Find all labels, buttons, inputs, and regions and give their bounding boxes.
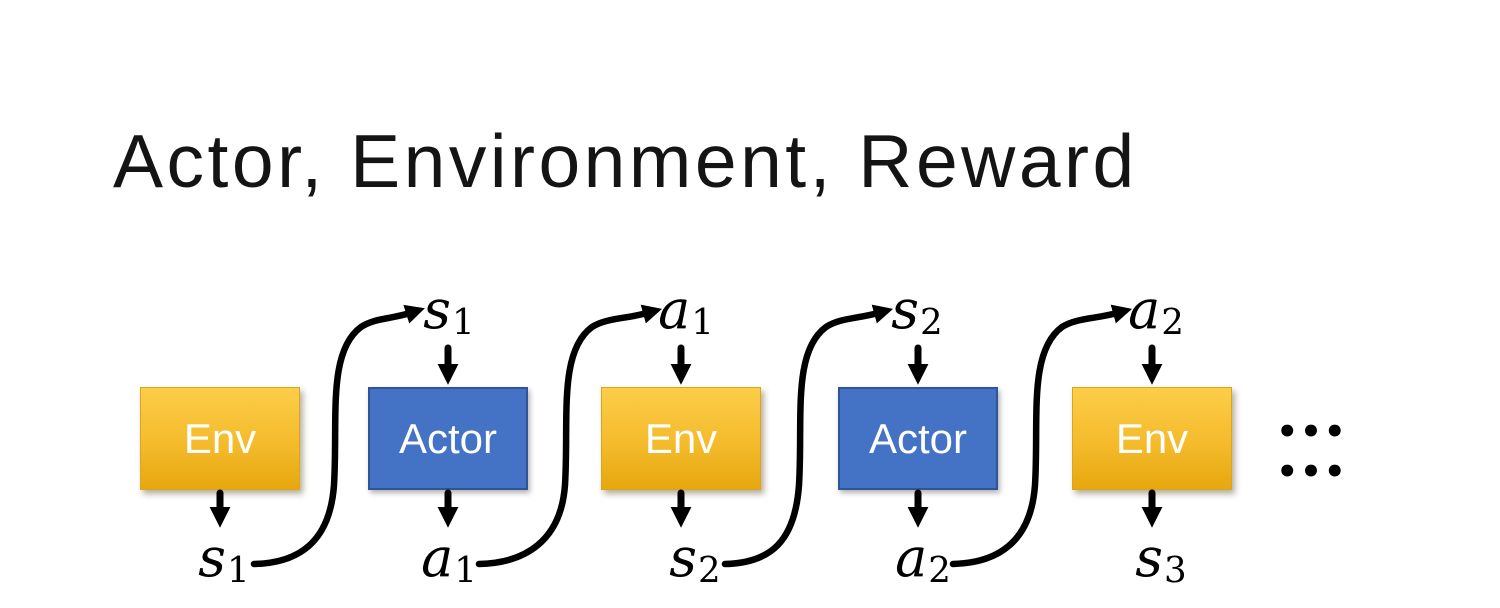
actor-box-1: Actor xyxy=(368,387,528,490)
env-box-3-label: Env xyxy=(1115,414,1189,462)
label-main-char: a xyxy=(421,526,454,589)
action-label-a1-top: a1 xyxy=(616,283,756,341)
label-main-char: s xyxy=(891,278,920,341)
label-main-char: s xyxy=(423,278,452,341)
label-subscript: 1 xyxy=(691,302,714,344)
state-label-s3-bottom: s3 xyxy=(1091,531,1231,589)
env-box-1-label: Env xyxy=(183,414,257,462)
label-main-char: a xyxy=(1128,278,1161,341)
slide-title: Actor, Environment, Reward xyxy=(113,119,1138,203)
label-subscript: 2 xyxy=(698,550,721,592)
state-label-s1-top: s1 xyxy=(379,283,519,341)
state-label-s1-bottom: s1 xyxy=(154,531,294,589)
label-subscript: 1 xyxy=(452,302,475,344)
label-subscript: 2 xyxy=(928,550,951,592)
env-box-3: Env xyxy=(1072,387,1232,490)
actor-box-2: Actor xyxy=(838,387,998,490)
label-main-char: s xyxy=(198,526,227,589)
action-label-a2-top: a2 xyxy=(1086,283,1226,341)
label-subscript: 2 xyxy=(920,302,943,344)
actor-box-2-label: Actor xyxy=(868,414,968,462)
state-label-s2-bottom: s2 xyxy=(625,531,765,589)
label-subscript: 2 xyxy=(1161,302,1184,344)
label-main-char: s xyxy=(1135,526,1164,589)
label-subscript: 1 xyxy=(227,550,250,592)
env-box-1: Env xyxy=(140,387,300,490)
action-label-a2-bottom: a2 xyxy=(853,531,993,589)
label-main-char: s xyxy=(669,526,698,589)
action-label-a1-bottom: a1 xyxy=(379,531,519,589)
label-main-char: a xyxy=(658,278,691,341)
label-subscript: 3 xyxy=(1164,550,1187,592)
env-box-2: Env xyxy=(601,387,761,490)
label-main-char: a xyxy=(895,526,928,589)
actor-box-1-label: Actor xyxy=(398,414,498,462)
label-subscript: 1 xyxy=(454,550,477,592)
env-box-2-label: Env xyxy=(644,414,718,462)
continuation-dots: ••• ••• xyxy=(1276,412,1348,492)
state-label-s2-top: s2 xyxy=(847,283,987,341)
